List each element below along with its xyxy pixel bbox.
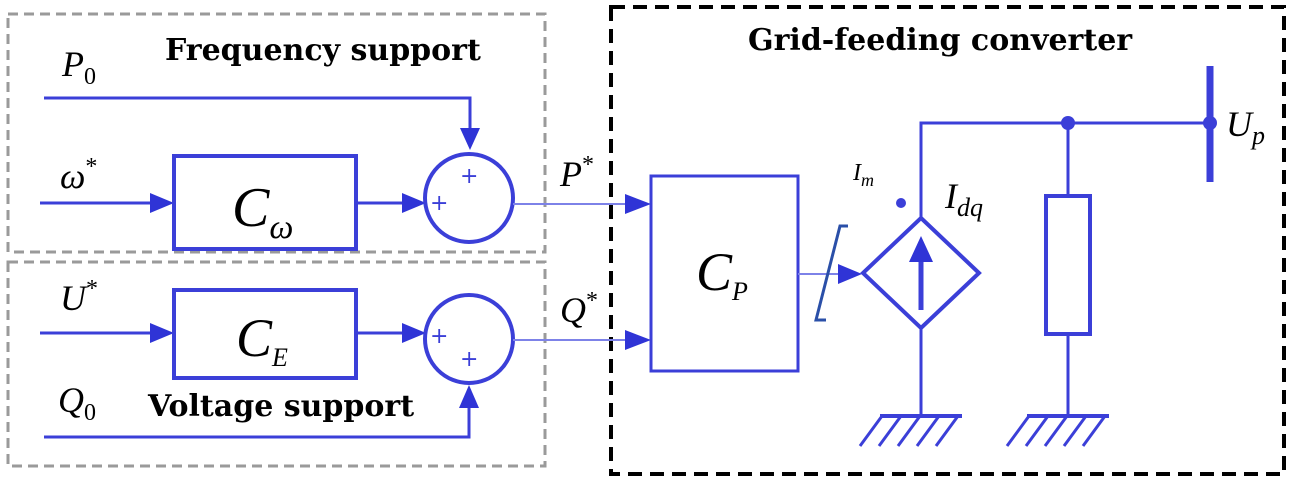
summer2-plus-bottom: + (460, 347, 478, 372)
frequency-support-frame (6, 12, 547, 254)
p0-label: P0 (61, 44, 96, 90)
summer1-plus-left: + (430, 191, 448, 216)
pstar-arrowhead (625, 194, 651, 214)
source-arrowhead (909, 236, 933, 262)
u-label: U* (60, 276, 98, 318)
c-p-block (649, 174, 800, 373)
frequency-summer (423, 152, 515, 244)
idq-label: Idq (944, 176, 983, 222)
up-label: Up (1226, 104, 1265, 150)
p0-wire (44, 96, 472, 134)
bus-bracket (814, 224, 848, 322)
grid-feeding-frame (609, 5, 1286, 476)
grid-feeding-title: Grid-feeding converter (748, 23, 1133, 58)
resistor (1044, 194, 1092, 336)
omega-arrowhead (150, 193, 174, 213)
c-e-block (172, 288, 358, 380)
c-omega-label: Cω (232, 177, 293, 246)
q0-label: Q0 (58, 380, 96, 426)
cp-output-arrowhead (838, 264, 862, 284)
frequency-support-title: Frequency support (165, 33, 481, 68)
p0-arrowhead (460, 128, 480, 150)
ground-symbol-2 (1005, 414, 1109, 447)
qstar-arrowhead (625, 330, 651, 350)
c-e-output-arrowhead (402, 323, 426, 343)
voltage-support-frame (6, 260, 547, 468)
omega-label: ω* (60, 154, 97, 196)
ground-symbol-1 (858, 414, 962, 447)
pstar-label: P* (559, 152, 594, 194)
voltage-support-title: Voltage support (147, 389, 414, 424)
c-p-label: CP (696, 242, 748, 306)
c-omega-block (172, 154, 358, 251)
source-top-wire (919, 121, 1210, 218)
summer2-plus-left: + (430, 324, 448, 349)
c-omega-output-arrowhead (402, 193, 426, 213)
qstar-label: Q* (560, 288, 598, 330)
summer1-plus-top: + (460, 164, 478, 189)
c-e-label: CE (236, 308, 288, 372)
q0-arrowhead (459, 385, 479, 408)
im-dot (896, 198, 906, 208)
im-label: Im (852, 160, 874, 190)
q0-wire (44, 403, 471, 439)
u-arrowhead (150, 323, 174, 343)
